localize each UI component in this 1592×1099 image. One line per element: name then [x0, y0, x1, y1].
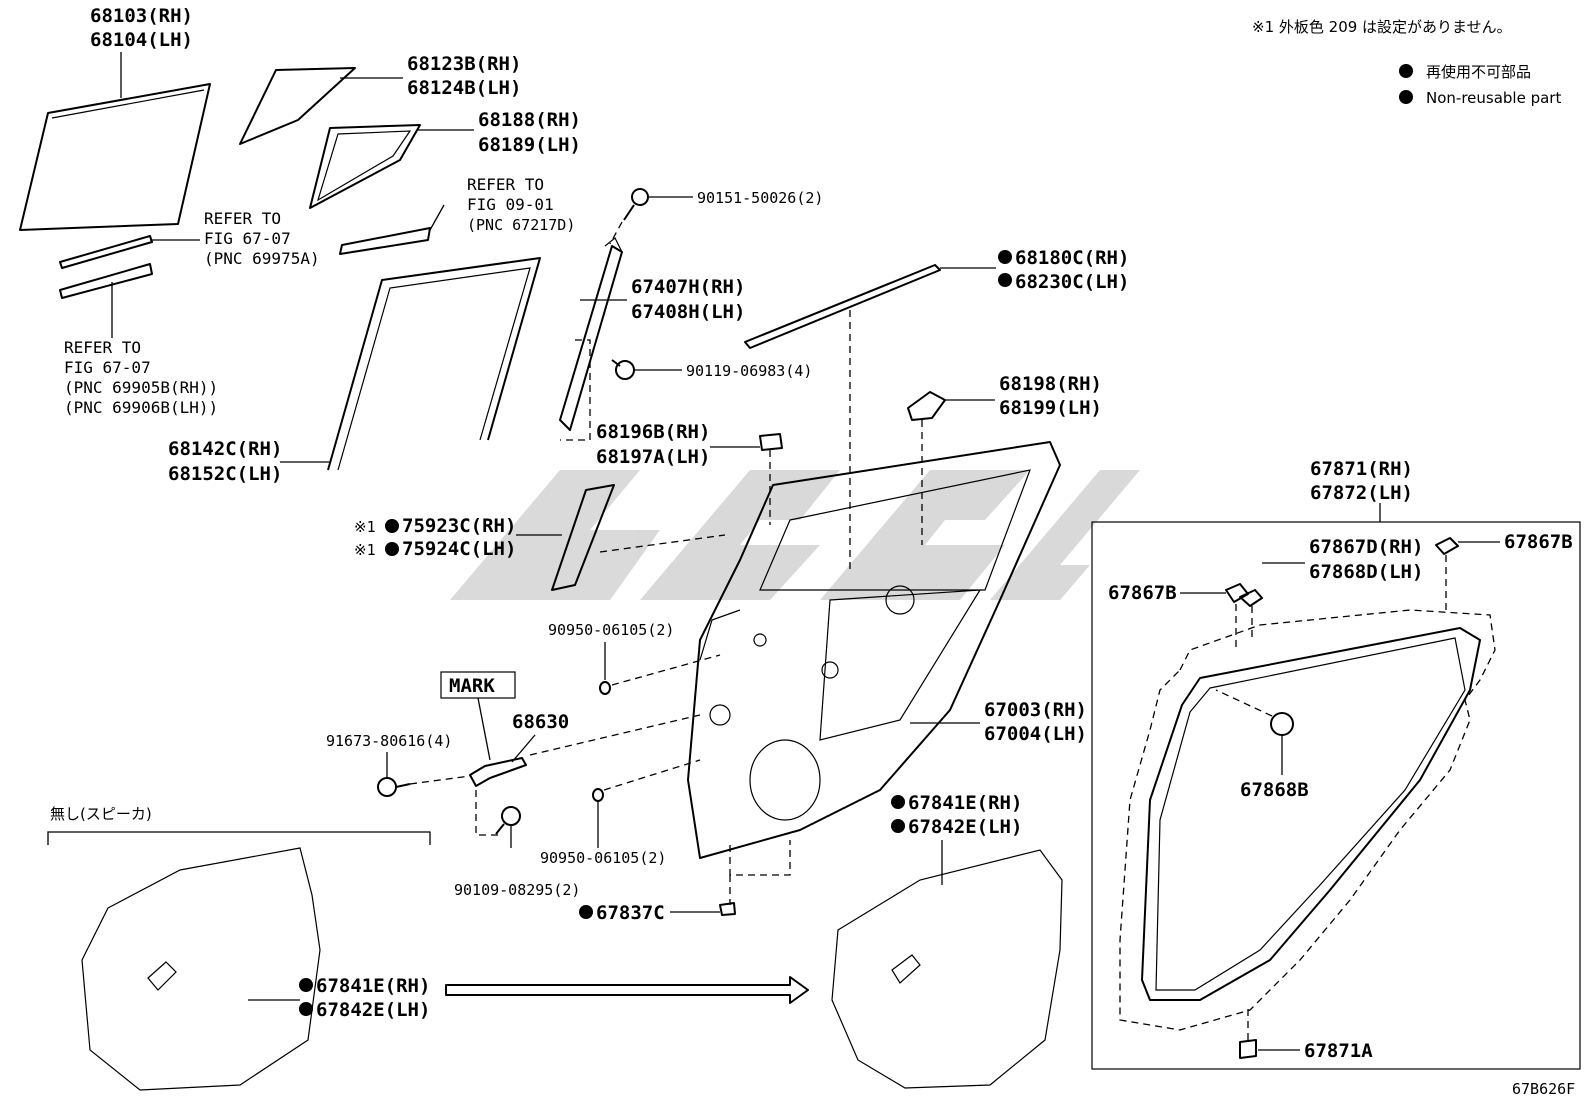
refer-to-line3: (PNC 69975A): [204, 249, 320, 268]
label-90950-upper: 90950-06105(2): [548, 621, 674, 639]
label-67841e-upper: 67841E(RH): [908, 792, 1022, 814]
label-68197a: 68197A(LH): [596, 446, 710, 468]
label-67842e-lower: 67842E(LH): [316, 999, 430, 1021]
label-67867d: 67867D(RH): [1309, 536, 1423, 558]
garnish-part[interactable]: [339, 227, 431, 255]
refer-to-line1: REFER TO: [467, 175, 544, 194]
label-67868d: 67868D(LH): [1309, 561, 1423, 583]
label-68103: 68103(RH): [90, 5, 193, 27]
refer-to-line3: (PNC 69905B(RH)): [64, 378, 218, 397]
label-68196b: 68196B(RH): [596, 421, 710, 443]
refer-to-line2: FIG 67-07: [64, 358, 151, 377]
door-glass-part[interactable]: [19, 83, 211, 231]
arrow-right-icon: [445, 976, 809, 1004]
label-90109: 90109-08295(2): [454, 881, 580, 899]
door-weatherstrip-part[interactable]: [1119, 609, 1496, 1031]
label-67867b-left: 67867B: [1108, 582, 1177, 604]
bolt-icon[interactable]: [377, 777, 411, 797]
door-check-part[interactable]: [469, 757, 527, 787]
legend-jp: 再使用不可部品: [1426, 63, 1531, 81]
quarter-glass-part[interactable]: [239, 67, 356, 145]
label-68152c: 68152C(LH): [168, 463, 282, 485]
label-68142c: 68142C(RH): [168, 438, 282, 460]
service-hole-cover-part[interactable]: [81, 847, 321, 1091]
label-68104: 68104(LH): [90, 29, 193, 51]
label-67842e-upper: 67842E(LH): [908, 816, 1022, 838]
label-75923c: 75923C(RH): [402, 515, 516, 537]
nonreusable-dot-icon: [1399, 64, 1413, 78]
label-68188: 68188(RH): [478, 109, 581, 131]
refer-to-line2: FIG 09-01: [467, 195, 554, 214]
label-91673: 91673-80616(4): [326, 732, 452, 750]
label-90151: 90151-50026(2): [697, 189, 823, 207]
label-67871: 67871(RH): [1310, 458, 1413, 480]
label-67868b: 67868B: [1240, 779, 1309, 801]
clip-icon[interactable]: [1239, 589, 1263, 607]
label-67841e-lower: 67841E(RH): [316, 975, 430, 997]
refer-to-line1: REFER TO: [64, 338, 141, 357]
stopper-part[interactable]: [759, 433, 783, 451]
rear-door-panel-part[interactable]: [687, 441, 1061, 859]
legend-en: Non-reusable part: [1426, 89, 1561, 107]
bolt-icon[interactable]: [495, 806, 521, 835]
hole-plug-icon[interactable]: [592, 788, 604, 802]
hinge-bracket-part[interactable]: [907, 391, 946, 421]
label-68630: 68630: [512, 711, 569, 733]
clip-icon[interactable]: [719, 902, 736, 916]
weatherstrip-part[interactable]: [59, 263, 153, 299]
door-sash-part[interactable]: [559, 237, 623, 431]
label-67837c: 67837C: [596, 902, 665, 924]
label-68123b: 68123B(RH): [407, 53, 521, 75]
label-68124b: 68124B(LH): [407, 77, 521, 99]
label-90950-lower: 90950-06105(2): [540, 849, 666, 867]
refer-to-line3: (PNC 67217D): [467, 216, 575, 234]
refer-to-line1: REFER TO: [204, 209, 281, 228]
note-exterior-color: ※1 外板色 209 は設定がありません。: [1252, 18, 1512, 36]
refer-to-line2: FIG 67-07: [204, 229, 291, 248]
label-90119: 90119-06983(4): [686, 362, 812, 380]
label-68180c: 68180C(RH): [1015, 247, 1129, 269]
label-no-speaker: 無し(スピーカ): [50, 805, 152, 823]
clip-icon[interactable]: [1225, 583, 1249, 603]
mark-text: MARK: [449, 675, 495, 697]
figure-code: 67B626F: [1512, 1080, 1575, 1098]
label-68198: 68198(RH): [999, 373, 1102, 395]
refer-to-line4: (PNC 69906B(LH)): [64, 398, 218, 417]
nonreusable-dot-icon: [1399, 90, 1413, 104]
label-67867b-right: 67867B: [1504, 531, 1573, 553]
run-channel-part[interactable]: [327, 257, 541, 471]
clip-icon[interactable]: [1270, 712, 1294, 736]
label-67408h: 67408H(LH): [631, 301, 745, 323]
screw-icon[interactable]: [623, 188, 649, 221]
mark-note: ※1: [354, 541, 376, 559]
glass-frame-part[interactable]: [309, 124, 421, 209]
door-garnish-part[interactable]: [551, 484, 615, 591]
service-hole-cover-part[interactable]: [831, 849, 1063, 1089]
bolt-icon[interactable]: [611, 359, 635, 380]
label-67871a: 67871A: [1304, 1040, 1373, 1062]
label-67407h: 67407H(RH): [631, 276, 745, 298]
label-68189: 68189(LH): [478, 134, 581, 156]
label-67004: 67004(LH): [984, 723, 1087, 745]
label-75924c: 75924C(LH): [402, 538, 516, 560]
hole-plug-icon[interactable]: [599, 681, 611, 695]
label-67003: 67003(RH): [984, 699, 1087, 721]
outer-weatherstrip-part[interactable]: [744, 264, 941, 349]
label-68230c: 68230C(LH): [1015, 271, 1129, 293]
weatherstrip-group-box: [1091, 521, 1581, 1070]
mark-note: ※1: [354, 518, 376, 536]
clip-icon[interactable]: [1435, 537, 1459, 555]
label-67872: 67872(LH): [1310, 482, 1413, 504]
clip-icon[interactable]: [1239, 1039, 1257, 1059]
label-68199: 68199(LH): [999, 397, 1102, 419]
belt-molding-part[interactable]: [59, 235, 153, 269]
